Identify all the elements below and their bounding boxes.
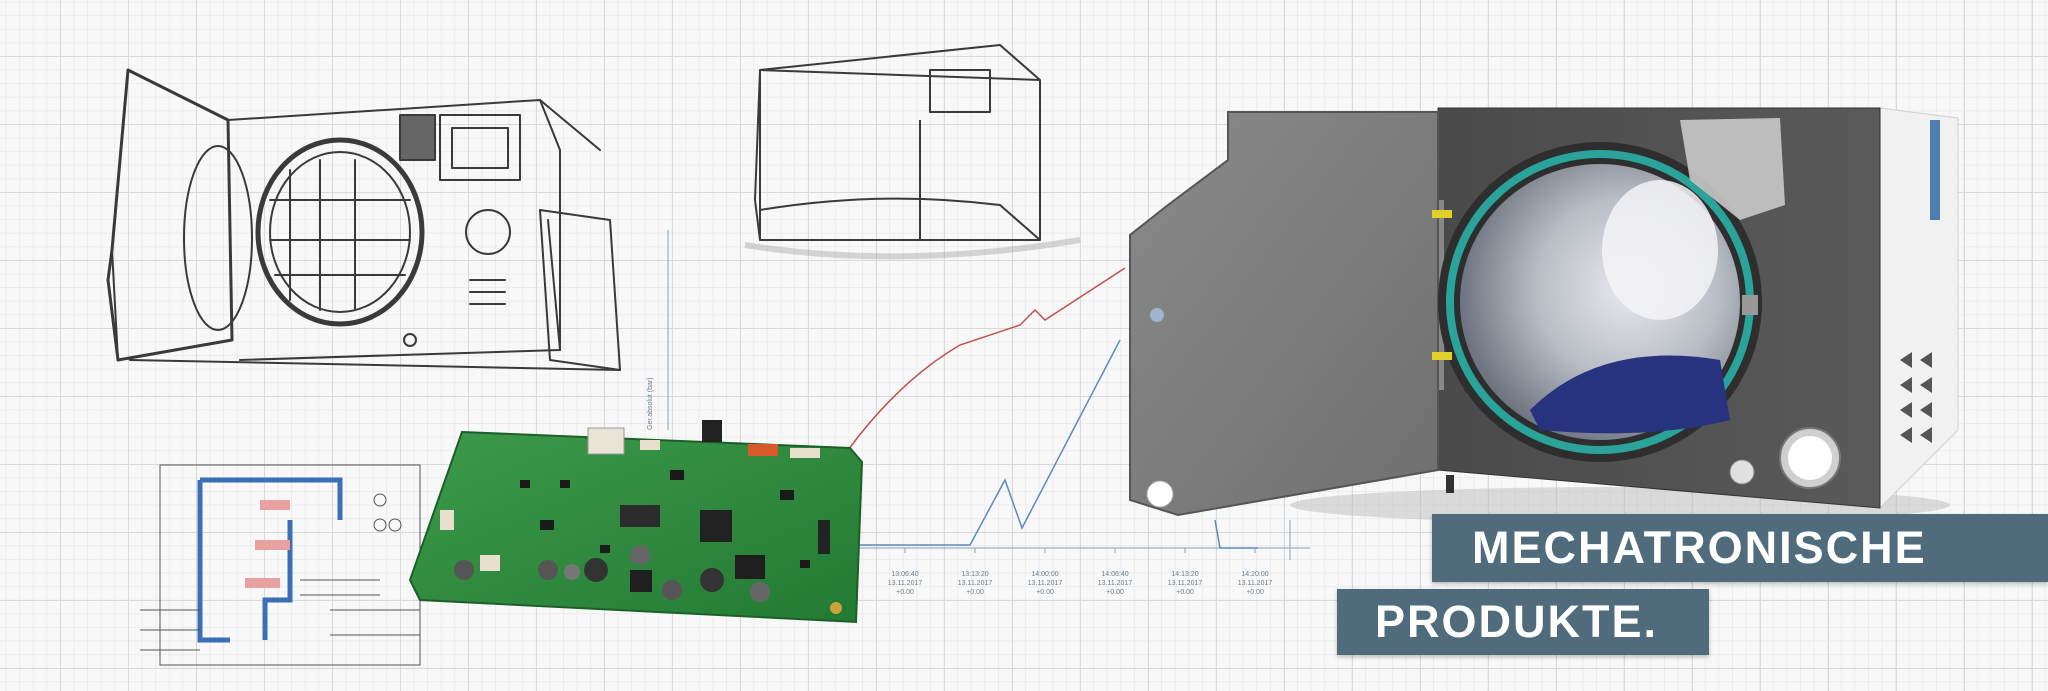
graph-y-axis-label: Ger.absolut (bar)	[647, 377, 654, 430]
autoclave-product-icon	[1129, 107, 1959, 523]
graph-x-tick-label: +0.00	[966, 589, 984, 596]
graph-x-tick-label: 13:06:40	[891, 571, 918, 578]
graph-x-tick-label: 14:20:00	[1241, 571, 1268, 578]
graph-x-tick-label: 13.11.2017	[958, 580, 993, 587]
pressure-curve-blue	[858, 339, 1121, 546]
housing-sketch-icon	[744, 44, 1081, 260]
graph-x-tick-label: 13.11.2017	[1168, 580, 1203, 587]
graph-x-tick-label: +0.00	[1106, 589, 1124, 596]
graph-x-tick-label: +0.00	[1246, 589, 1264, 596]
graph-x-tick-label: 13.11.2017	[1098, 580, 1133, 587]
graph-x-tick-label: 14:13:20	[1171, 571, 1198, 578]
circuit-board-icon	[408, 420, 864, 624]
graph-x-tick-label: 13:13:20	[961, 571, 988, 578]
headline-line-1: MECHATRONISCHE	[1432, 514, 2048, 582]
graph-x-tick-label: 13.11.2017	[888, 580, 923, 587]
graph-x-tick-label: +0.00	[1176, 589, 1194, 596]
graph-x-tick-label: +0.00	[896, 589, 914, 596]
circuit-diagram-icon	[140, 464, 421, 666]
graph-x-tick-label: 13.11.2017	[1238, 580, 1273, 587]
graph-x-tick-label: 14:00:00	[1031, 571, 1058, 578]
graph-x-tick-label: 13.11.2017	[1028, 580, 1063, 587]
autoclave-sketch-icon	[106, 68, 621, 371]
headline-line-2: PRODUKTE.	[1337, 589, 1709, 655]
graph-x-tick-label: 14:06:40	[1101, 571, 1128, 578]
graph-x-tick-label: +0.00	[1036, 589, 1054, 596]
pressure-curve-red	[847, 267, 1126, 451]
